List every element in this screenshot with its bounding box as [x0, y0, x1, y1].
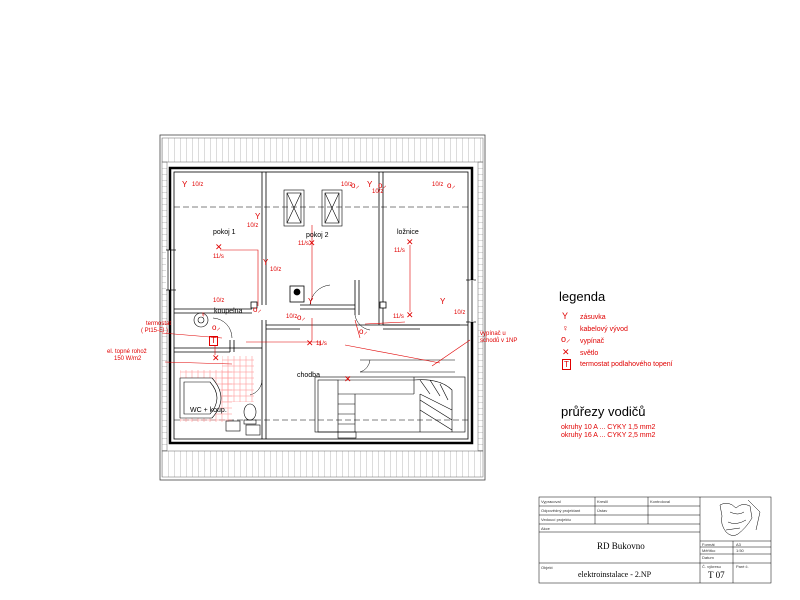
circuit-label: 10/z — [286, 314, 298, 320]
tb-cell: Odpovědný projektant — [541, 508, 581, 513]
legend-title: legenda — [559, 289, 606, 304]
stair-switch-annotation-location: schodů v 1NP — [480, 338, 518, 344]
circuit-label: 10/z — [341, 182, 353, 188]
tb-cell: Měřítko — [702, 548, 716, 553]
socket-symbol: Y — [263, 258, 269, 267]
circuit-label: 11/s — [393, 314, 404, 320]
socket-symbol: Y — [440, 297, 446, 306]
chimneys — [250, 285, 387, 309]
room-label-koupelna: koupelna — [214, 308, 243, 315]
switch-icon: o⸝ — [561, 334, 571, 344]
room-label-loznice: ložnice — [397, 229, 419, 236]
light-symbol: ✕ — [212, 353, 220, 363]
heater-annotation: el. topné rohož — [107, 349, 147, 355]
cross-section-line: okruhy 10 A ... CYKY 1,5 mm2 — [561, 424, 656, 431]
tb-cell: Paré č. — [736, 564, 749, 569]
tb-cell: Ústav — [597, 508, 608, 513]
interior-walls — [174, 172, 468, 439]
legend-item-switch: vypínač — [580, 338, 605, 345]
tb-cell: Kreslil — [597, 499, 608, 504]
light-symbol: ✕ — [306, 338, 314, 348]
switch-symbol: o⸝ — [212, 323, 221, 332]
exterior-walls — [166, 166, 476, 445]
cable-outlet-symbol: ♀ — [200, 310, 206, 319]
circuit-label: 10/z — [247, 223, 259, 229]
circuit-label: 10/z — [270, 267, 282, 273]
cross-sections-title: průřezy vodičů — [561, 404, 646, 419]
room-label-wc: WC + koup. — [190, 407, 227, 414]
legend-item-cable-outlet: kabelový vývod — [580, 326, 628, 333]
tb-cell: Vedoucí projektu — [541, 517, 571, 522]
tb-cell: 1:50 — [736, 548, 744, 553]
drawing-name: elektroinstalace - 2.NP — [578, 570, 652, 579]
light-icon: ✕ — [562, 347, 570, 357]
switch-symbol: o⸝ — [297, 313, 306, 322]
socket-symbol: Y — [308, 297, 314, 306]
light-symbol: ✕ — [215, 242, 223, 252]
light-symbol: ✕ — [344, 374, 352, 384]
project-name: RD Bukovno — [597, 541, 645, 551]
cross-section-line: okruhy 16 A ... CYKY 2,5 mm2 — [561, 432, 656, 439]
thermostat-icon: T — [562, 359, 571, 370]
circuit-label: 10/z — [213, 298, 225, 304]
switch-symbol: o⸝ — [359, 327, 368, 336]
legend-item-light: světlo — [580, 350, 599, 357]
light-symbol: ✕ — [406, 310, 414, 320]
tb-cell: Datum — [702, 555, 714, 560]
drawing-number: T 07 — [708, 570, 725, 580]
socket-symbol: Y — [255, 212, 261, 221]
skylights — [283, 189, 343, 227]
circuit-label: 11/s — [298, 241, 309, 247]
wiring-lines — [161, 225, 471, 367]
socket-icon: Y — [562, 311, 569, 321]
tb-cell: Akce — [541, 526, 550, 531]
tb-cell: Kontroloval — [650, 499, 671, 504]
circuit-label: 10/z — [454, 310, 466, 316]
stair-switch-annotation: vypínač u — [480, 331, 506, 337]
thermostat-annotation-model: ( Pt15-El ) — [141, 328, 169, 334]
tb-cell: Vypracoval — [541, 499, 561, 504]
thermostat-symbol: T — [209, 336, 218, 346]
university-logo — [719, 499, 761, 536]
room-label-chodba: chodba — [297, 372, 320, 379]
circuit-label: 10/z — [192, 182, 204, 188]
tb-cell: A3 — [736, 542, 741, 547]
light-symbol: ✕ — [406, 237, 414, 247]
circuit-label: 11/s — [213, 254, 224, 260]
switch-symbol: o⸝ — [253, 305, 262, 314]
light-symbol: ✕ — [308, 238, 316, 248]
legend-item-thermostat: termostat podlahového topení — [580, 361, 673, 368]
switch-symbol: o⸝ — [447, 181, 456, 190]
room-label-pokoj1: pokoj 1 — [213, 229, 236, 236]
legend-item-socket: zásuvka — [580, 314, 606, 321]
heater-annotation-power: 150 W/m2 — [114, 356, 142, 362]
tb-cell: Formát — [702, 542, 715, 547]
sanitary-fixtures — [179, 312, 261, 436]
socket-symbol: Y — [182, 180, 188, 189]
staircase — [314, 359, 466, 439]
cable-outlet-icon: ♀ — [562, 323, 569, 333]
tb-cell: Objekt — [541, 565, 553, 570]
room-label-pokoj2: pokoj 2 — [306, 232, 329, 239]
switch-symbol: o⸝ — [378, 181, 387, 190]
circuit-label: 11/s — [394, 248, 405, 254]
circuit-label: 10/z — [432, 182, 444, 188]
tb-cell: Č. výkresu — [702, 564, 721, 569]
switch-symbol: o⸝ — [351, 181, 360, 190]
circuit-label: 11/s — [316, 341, 327, 347]
thermostat-annotation: termostat — [146, 321, 172, 327]
circuit-label: 10/z — [372, 189, 384, 195]
roof-outline — [159, 134, 486, 481]
socket-symbol: Y — [367, 180, 373, 189]
